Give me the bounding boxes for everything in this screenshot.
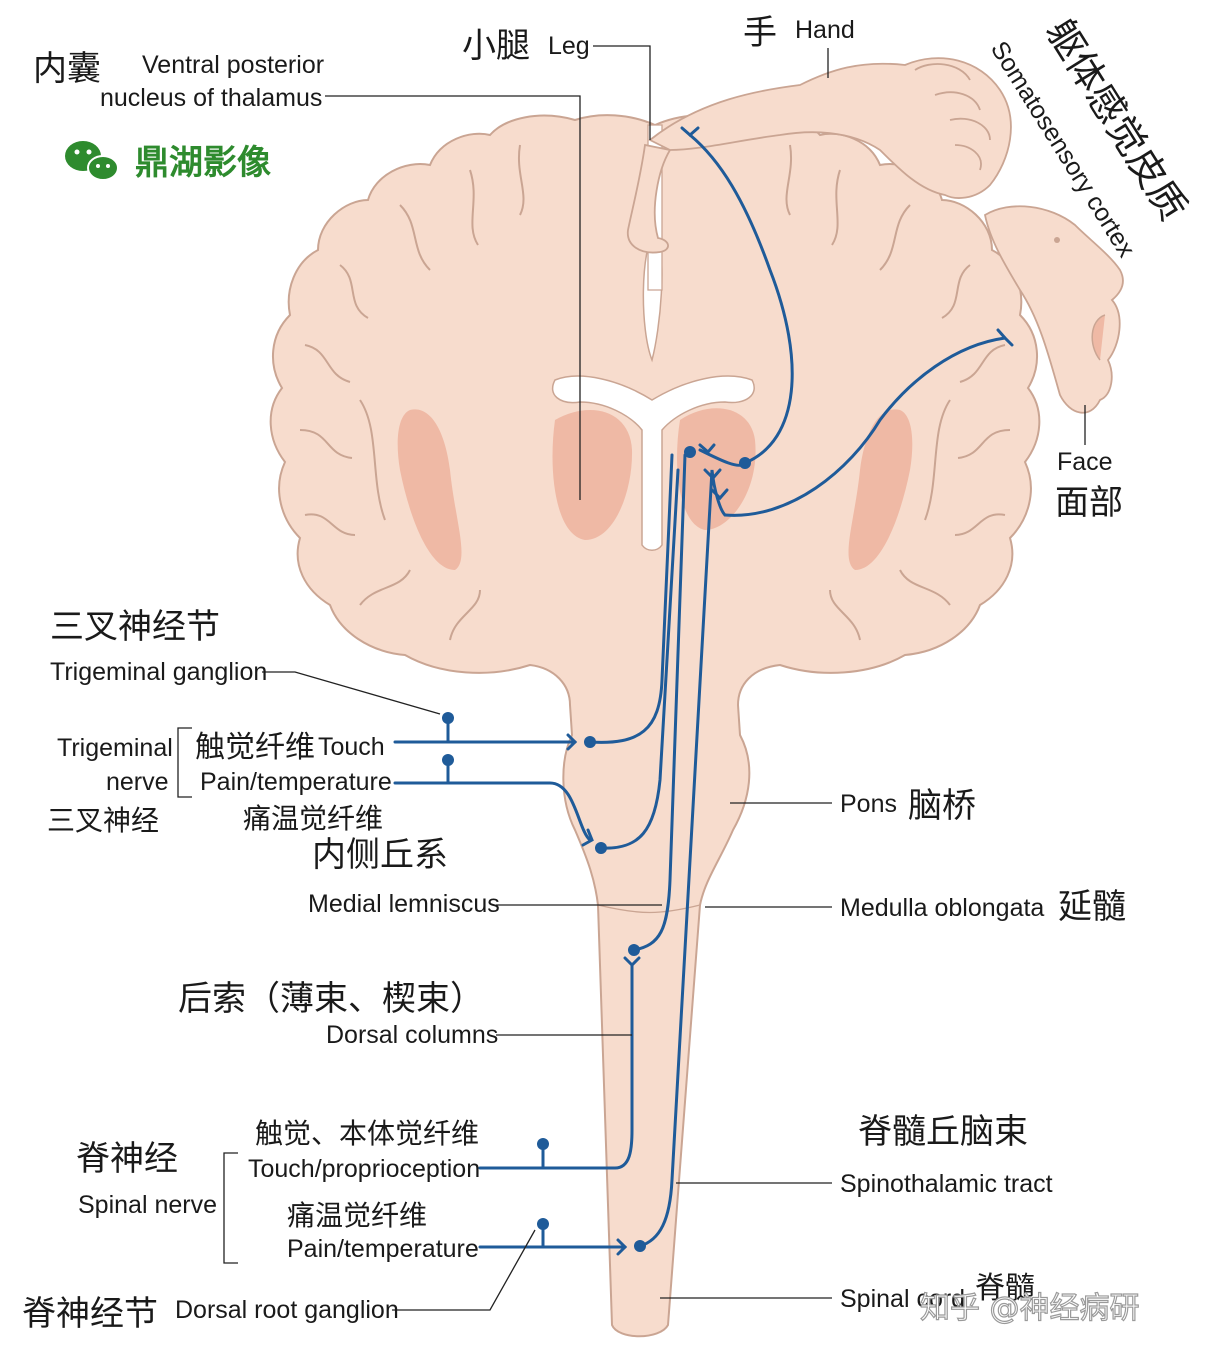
nerve-cell-dots — [442, 446, 751, 1252]
dorsal-horn-cell — [634, 1240, 646, 1252]
tract-to-leg-cortex — [688, 133, 794, 465]
synapse-fork-2 — [581, 828, 594, 847]
tract-to-face-cortex — [723, 336, 1007, 517]
label-pons-en: Pons — [840, 790, 897, 818]
label-trig-nerve-en-2: nerve — [106, 768, 169, 796]
label-leg-en: Leg — [548, 32, 590, 60]
label-face-en: Face — [1057, 448, 1113, 476]
dorsal-column-tract — [478, 963, 634, 1170]
homunculus-body-hand — [648, 57, 1012, 199]
label-touch-fiber-zh: 触觉纤维 — [195, 730, 315, 765]
thalamic-cell-1 — [739, 457, 751, 469]
medial-lemniscus-trigeminal — [588, 453, 674, 744]
label-touch-proprio-zh: 触觉、本体觉纤维 — [255, 1117, 479, 1150]
trigeminal-nucleus-cell — [584, 736, 596, 748]
label-medulla-zh: 延髓 — [1058, 887, 1126, 927]
leader-vpl — [325, 95, 581, 500]
label-pain-temp-en-1: Pain/temperature — [200, 768, 392, 796]
thalamic-cell-2 — [684, 446, 696, 458]
label-pain-fiber-zh-1: 痛温觉纤维 — [243, 802, 383, 835]
synapse-fork-cortex-face — [996, 328, 1014, 347]
homunculus-face — [983, 205, 1124, 414]
trigeminal-pain-fiber — [393, 781, 592, 842]
label-dorsal-columns-en: Dorsal columns — [326, 1021, 498, 1049]
label-trig-nerve-zh: 三叉神经 — [47, 804, 159, 837]
homunculus-mouth — [1091, 314, 1106, 361]
synapse-fork-4 — [616, 1238, 628, 1256]
leader-leg — [593, 45, 651, 140]
leader-drg — [392, 1229, 536, 1311]
insula-folds — [359, 399, 951, 521]
label-leg-zh: 小腿 — [462, 26, 530, 66]
bracket-trigeminal — [177, 727, 192, 798]
bracket-spinal — [223, 1152, 238, 1264]
drg-cell-2 — [537, 1218, 549, 1230]
label-dorsal-columns-zh: 后索（薄束、楔束） — [178, 979, 484, 1019]
text-labels: 内囊 Ventral posterior nucleus of thalamus… — [22, 11, 1196, 1334]
spinothalamic-tract — [638, 469, 727, 1248]
homunculus — [627, 57, 1124, 414]
synapse-fork-1 — [566, 733, 578, 751]
label-medial-lemniscus-zh: 内侧丘系 — [312, 835, 448, 875]
drg-cell-1 — [537, 1138, 549, 1150]
label-touch-proprio-en: Touch/proprioception — [248, 1155, 480, 1183]
homunculus-eye — [1054, 237, 1060, 243]
homunculus-leg — [627, 143, 672, 254]
label-spinal-cord-zh: 脊髓 — [975, 1271, 1035, 1306]
label-spinal-cord-en: Spinal cord — [840, 1285, 965, 1313]
label-trig-nerve-en-1: Trigeminal — [57, 734, 173, 762]
gyri-folds-right — [785, 144, 1011, 641]
synapse-forks-thalamus — [698, 443, 729, 501]
label-trig-ganglion-en: Trigeminal ganglion — [50, 658, 267, 686]
label-face-zh: 面部 — [1055, 483, 1123, 523]
cerebrum — [269, 114, 1041, 1338]
leader-trig-ganglion — [262, 671, 441, 715]
label-spinothalamic-en: Spinothalamic tract — [840, 1170, 1053, 1198]
label-medulla-en: Medulla oblongata — [840, 894, 1044, 922]
wechat-icon — [65, 141, 119, 181]
trigeminal-ganglion-cell-1 — [442, 712, 454, 724]
synapse-fork-cortex-leg — [680, 126, 700, 137]
label-pain-temp-en-2: Pain/temperature — [287, 1235, 479, 1263]
watermark: 知乎 @神经病研 — [920, 1291, 1140, 1326]
homunculus-fingers — [914, 63, 991, 171]
trigeminal-ganglion-cell-2 — [442, 754, 454, 766]
label-drg-en: Dorsal root ganglion — [175, 1296, 399, 1324]
brain-coronal-section — [269, 114, 1041, 1338]
label-vpl-en-2: nucleus of thalamus — [100, 84, 322, 112]
medial-lemniscus-spinal — [632, 453, 687, 952]
leader-lines — [177, 45, 1086, 1311]
label-spinal-nerve-en: Spinal nerve — [78, 1191, 217, 1219]
wechat-logo: 鼎湖影像 — [65, 141, 271, 183]
label-touch-en: Touch — [318, 733, 385, 761]
label-vpl-en-1: Ventral posterior — [142, 51, 324, 79]
dorsal-column-nucleus-cell — [628, 944, 640, 956]
label-hand-zh: 手 — [743, 13, 777, 53]
spinal-trigeminal-cell — [595, 842, 607, 854]
label-spinal-nerve-zh: 脊神经 — [76, 1139, 178, 1179]
thalamus-right — [677, 408, 756, 530]
label-medial-lemniscus-en: Medial lemniscus — [308, 890, 500, 918]
label-pons-zh: 脑桥 — [908, 786, 976, 826]
label-internal-capsule-zh: 内囊 — [33, 49, 101, 89]
trigeminal-pain-tract — [599, 468, 680, 850]
synapse-fork-3 — [623, 956, 641, 968]
label-hand-en: Hand — [795, 16, 855, 44]
label-drg-zh: 脊神经节 — [22, 1294, 158, 1334]
label-spinothalamic-zh: 脊髓丘脑束 — [858, 1112, 1028, 1152]
lateral-ventricles — [551, 375, 755, 551]
putamen-left — [397, 409, 462, 570]
putamen-right — [848, 409, 913, 570]
gyri-folds-left — [299, 144, 525, 641]
thalamus-left — [552, 410, 633, 540]
neural-tracts — [393, 126, 1014, 1256]
logo-name: 鼎湖影像 — [135, 143, 271, 183]
label-trig-ganglion-zh: 三叉神经节 — [50, 607, 220, 647]
label-pain-fiber-zh-2: 痛温觉纤维 — [287, 1199, 427, 1232]
